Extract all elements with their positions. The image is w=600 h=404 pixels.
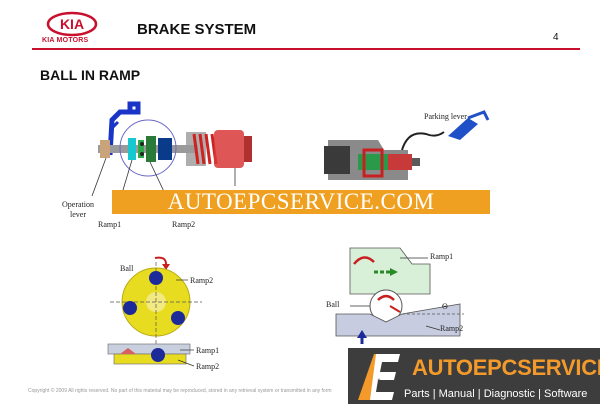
ramp1-left-label: Ramp1 (196, 346, 220, 355)
kia-logo-text: KIA (60, 16, 84, 32)
theta-label: Θ (442, 302, 448, 311)
slide-header: KIA KIA MOTORS BRAKE SYSTEM 4 (0, 0, 600, 50)
ramp2-right-label: Ramp2 (440, 324, 464, 333)
ramp2-top-label: Ramp2 (172, 220, 196, 229)
operation-text: Operation (62, 200, 94, 209)
operation-lever-label: Operation lever (62, 200, 94, 220)
ball-left-label: Ball (120, 264, 134, 273)
ball-ramp-section-diagram (335, 247, 464, 344)
parking-lever-label: Parking lever (424, 112, 467, 121)
header-rule (32, 48, 580, 50)
ramp-mechanism-diagram (91, 101, 252, 200)
ball-right-label: Ball (326, 300, 340, 309)
kia-motors-text: KIA MOTORS (42, 37, 89, 44)
lever-text: lever (70, 210, 86, 219)
ramp2-left-bottom-label: Ramp2 (196, 362, 220, 371)
ae-logo-icon[interactable]: AE (354, 350, 404, 402)
ad-name[interactable]: AUTOEPCSERVICE (412, 355, 600, 380)
watermark-banner: AUTOEPCSERVICE.COM (112, 190, 490, 214)
ad-tagline: Parts | Manual | Diagnostic | Software (404, 388, 588, 400)
ramp1-right-label: Ramp1 (430, 252, 454, 261)
ramp1-top-label: Ramp1 (98, 220, 122, 229)
copyright-text: Copyright © 2009 All rights reserved. No… (28, 388, 332, 394)
kia-logo: KIA (46, 11, 98, 37)
ae-logo-letters: AE (378, 378, 381, 381)
page-number: 4 (553, 32, 559, 43)
ramp2-left-label: Ramp2 (190, 276, 214, 285)
caliper-parking-lever-diagram (324, 110, 490, 180)
section-title: BALL IN RAMP (40, 67, 141, 83)
ball-ramp-plate-diagram (107, 256, 202, 367)
page-title: BRAKE SYSTEM (137, 21, 257, 38)
